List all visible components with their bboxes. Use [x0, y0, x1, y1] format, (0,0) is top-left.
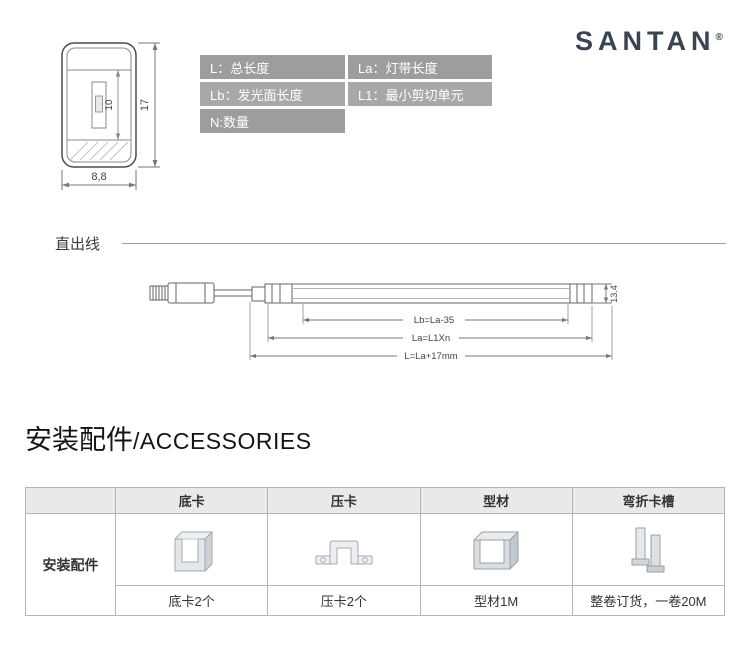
profile-outline: [61, 42, 137, 168]
table-corner-cell: [26, 488, 116, 514]
straight-wire-title: 直出线: [55, 236, 101, 253]
extension-lines: [249, 302, 613, 360]
plug-connector: [149, 282, 215, 304]
dimension-height-17: [138, 42, 160, 168]
legend-text-la: La：灯带长度: [358, 60, 438, 76]
dim-l-label-bg: [397, 349, 465, 362]
section-divider-line: [122, 243, 726, 244]
dim-label-88: 8,8: [91, 171, 106, 183]
brand-logo: SANTAN®: [575, 26, 723, 57]
dimension-strip-height: [592, 283, 612, 304]
cross-section-drawing: 17 10 8,8: [61, 42, 160, 190]
column-header-press-clip: 压卡: [268, 488, 421, 514]
brand-logo-text: SANTAN: [575, 26, 716, 56]
legend-cell-lb: Lb：发光面长度: [200, 82, 345, 106]
dim-label-10: 10: [104, 99, 115, 111]
image-cell-bend-clip: [572, 514, 725, 586]
legend-text-n: N:数量: [210, 114, 250, 130]
profile-image: [473, 531, 519, 569]
label-bottom-clip: 底卡2个: [116, 586, 269, 616]
label-profile: 型材1M: [420, 586, 573, 616]
straight-wire-drawing: 13.4 Lb=La-35 La=L1Xn L=La+17mm: [149, 282, 619, 362]
column-header-bend-clip: 弯折卡槽: [572, 488, 725, 514]
dim-label-134: 13.4: [609, 285, 619, 303]
legend-cell-l1: L1：最小剪切单元: [348, 82, 492, 106]
accessories-heading: 安装配件/ACCESSORIES: [25, 418, 312, 457]
dim-label-17: 17: [139, 99, 151, 111]
legend-cell-la: La：灯带长度: [348, 55, 492, 79]
registered-mark: ®: [715, 32, 723, 43]
dim-label-l: L=La+17mm: [404, 351, 457, 362]
label-bend-clip: 整卷订货，一卷20M: [572, 586, 725, 616]
press-clip-image: [315, 540, 373, 564]
profile-base-hatch: [69, 141, 129, 161]
dimension-width-88: [61, 170, 137, 190]
row-header-accessories: 安装配件: [26, 514, 116, 616]
column-header-profile: 型材: [420, 488, 573, 514]
legend-text-l1: L1：最小剪切单元: [358, 87, 464, 103]
bend-clip-image: [631, 527, 665, 572]
legend-cell-l: L：总长度: [200, 55, 345, 79]
legend-cell-n: N:数量: [200, 109, 345, 133]
wire: [213, 286, 266, 302]
strip-body: [264, 283, 593, 304]
dim-la-label-bg: [403, 331, 459, 344]
column-header-bottom-clip: 底卡: [116, 488, 269, 514]
legend-text-l: L：总长度: [210, 60, 270, 76]
dim-label-la: La=L1Xn: [412, 333, 450, 344]
accessories-heading-en: /ACCESSORIES: [133, 428, 312, 454]
accessories-table: 底卡 压卡 型材 弯折卡槽 安装配件: [25, 487, 725, 616]
image-cell-profile: [420, 514, 573, 586]
bottom-clip-image: [174, 531, 213, 571]
legend-text-lb: Lb：发光面长度: [210, 87, 303, 103]
label-press-clip: 压卡2个: [268, 586, 421, 616]
dimension-inner-10: [108, 69, 126, 141]
image-cell-bottom-clip: [116, 514, 269, 586]
profile-inner-structure: [66, 47, 132, 163]
dim-lb-label-bg: [403, 313, 465, 326]
image-cell-press-clip: [268, 514, 421, 586]
dim-label-lb: Lb=La-35: [414, 315, 454, 326]
accessories-heading-cn: 安装配件: [25, 425, 133, 455]
